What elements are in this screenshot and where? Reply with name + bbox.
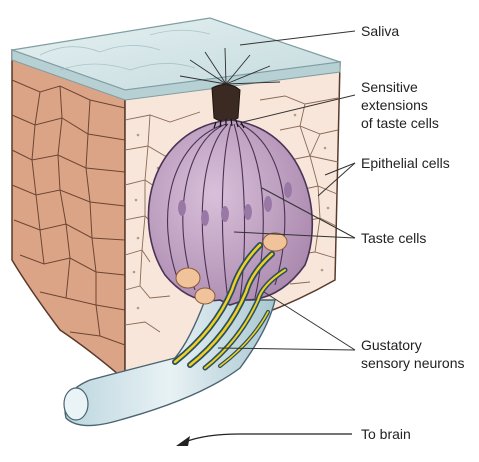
- label-saliva: Saliva: [361, 23, 400, 39]
- label-sensitive-line-3: of taste cells: [361, 115, 439, 131]
- label-sensitive-line-2: extensions: [361, 97, 428, 113]
- gustatory-neurons: [172, 242, 288, 371]
- leader-lines: [217, 30, 356, 351]
- to-brain-arrow: [184, 433, 352, 443]
- left-face-cells: [11, 79, 126, 346]
- label-epithelial-cells: Epithelial cells: [361, 155, 450, 171]
- label-taste-cells: Taste cells: [361, 230, 427, 246]
- label-gustatory-line-1: Gustatory: [361, 337, 422, 353]
- label-sensitive-line-1: Sensitive: [361, 79, 418, 95]
- label-to-brain: To brain: [361, 426, 411, 442]
- taste-pore: [179, 47, 281, 123]
- left-tissue-face: [11, 48, 126, 382]
- label-gustatory-line-2: sensory neurons: [361, 355, 465, 371]
